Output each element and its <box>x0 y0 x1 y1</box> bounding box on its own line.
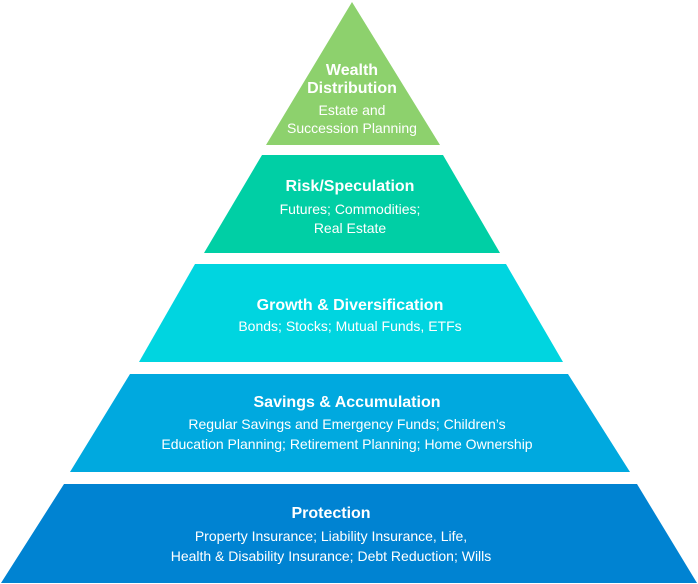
tier-title: Savings & Accumulation <box>254 394 441 411</box>
tier-description: Health & Disability Insurance; Debt Redu… <box>171 548 492 564</box>
tier-description: Bonds; Stocks; Mutual Funds, ETFs <box>238 318 461 334</box>
tier-description: Futures; Commodities; <box>280 201 421 217</box>
tier-description: Regular Savings and Emergency Funds; Chi… <box>188 416 505 432</box>
tier-shape <box>1 484 697 583</box>
tier-title: Growth & Diversification <box>257 297 444 314</box>
tier-shape <box>266 2 440 145</box>
tier-title: Wealth <box>326 62 378 79</box>
tier-description: Real Estate <box>314 220 387 236</box>
tier-title: Protection <box>291 505 370 522</box>
tier-risk-speculation: Risk/Speculation Futures; Commodities; R… <box>204 155 500 253</box>
tier-savings-accumulation: Savings & Accumulation Regular Savings a… <box>70 374 630 472</box>
tier-shape <box>139 264 563 362</box>
tier-wealth-distribution: Wealth Distribution Estate and Successio… <box>266 2 440 145</box>
tier-growth-diversification: Growth & Diversification Bonds; Stocks; … <box>139 264 563 362</box>
tier-description: Property Insurance; Liability Insurance,… <box>195 528 467 544</box>
tier-shape <box>70 374 630 472</box>
tier-description: Education Planning; Retirement Planning;… <box>161 436 532 452</box>
tier-title: Distribution <box>307 80 397 97</box>
tier-title: Risk/Speculation <box>286 178 415 195</box>
tier-description: Estate and <box>319 102 386 118</box>
tier-protection: Protection Property Insurance; Liability… <box>1 484 697 583</box>
tier-description: Succession Planning <box>287 120 417 136</box>
tier-shape <box>204 155 500 253</box>
